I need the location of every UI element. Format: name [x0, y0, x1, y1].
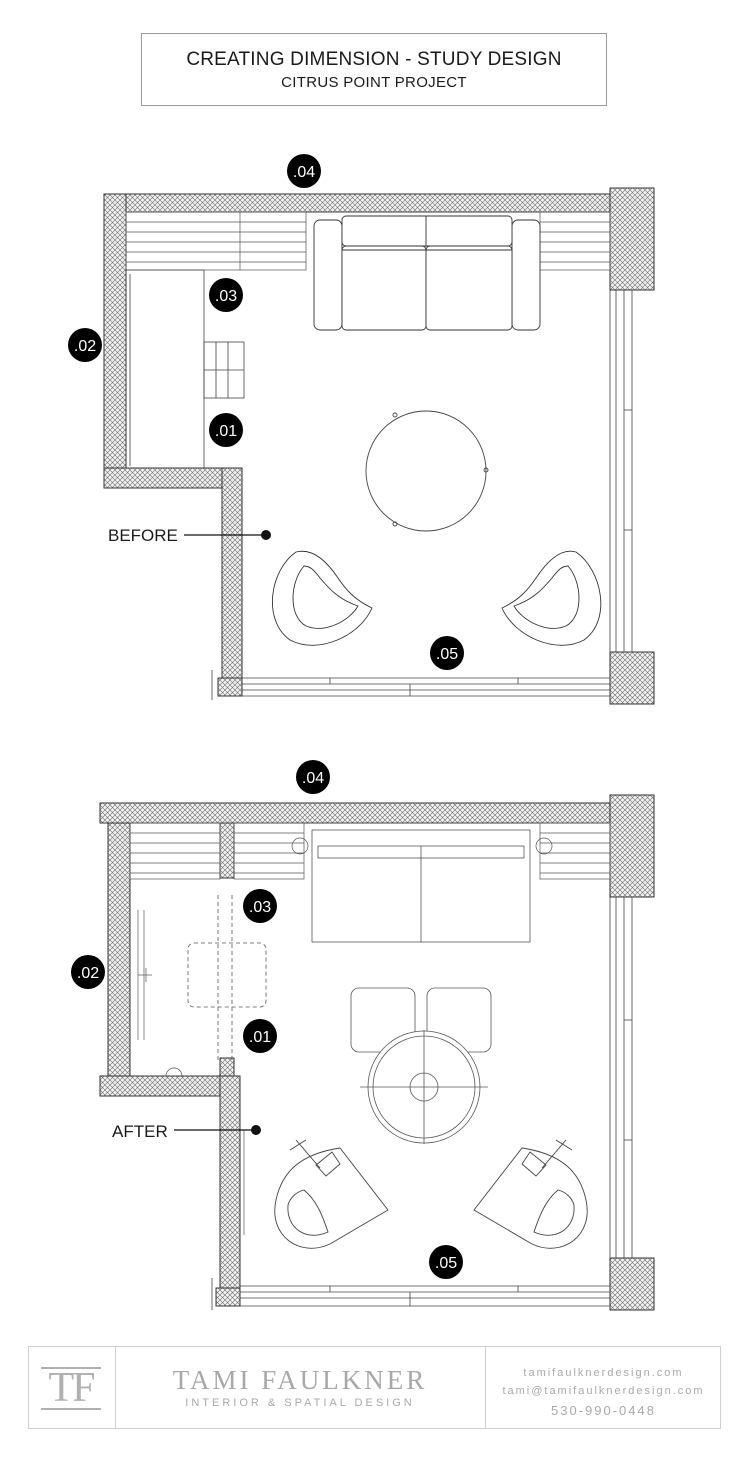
- after-marker-04: .04: [296, 760, 330, 794]
- tf-logo-text: TF: [48, 1365, 95, 1411]
- svg-text:.03: .03: [249, 899, 271, 916]
- brand-name: TAMI FAULKNER: [172, 1365, 428, 1395]
- after-marker-05: .05: [429, 1245, 463, 1279]
- after-right-window: [609, 897, 633, 1258]
- brand-tagline: INTERIOR & SPATIAL DESIGN: [185, 1397, 415, 1409]
- after-desk-chair: [187, 895, 267, 1060]
- svg-text:.03: .03: [215, 288, 237, 305]
- before-floor-plan: BEFORE .04 .03 .02 .01 .05: [68, 154, 655, 705]
- after-round-table: [360, 1030, 488, 1144]
- before-marker-01: .01: [209, 413, 243, 447]
- before-lounge-chair-right: [501, 550, 602, 646]
- after-walls: [99, 794, 655, 1311]
- tf-logo: TF: [39, 1363, 103, 1413]
- after-marker-01: .01: [243, 1019, 277, 1053]
- before-lounge-chair-left: [271, 550, 373, 646]
- before-top-shelves: [125, 211, 611, 271]
- after-sofa: [311, 829, 531, 943]
- before-label: BEFORE: [108, 526, 178, 545]
- before-right-window: [609, 290, 633, 652]
- before-round-table: [365, 410, 489, 532]
- after-ottomans: [350, 987, 492, 1053]
- after-leader-dot: [251, 1125, 261, 1135]
- before-desk: [126, 269, 245, 468]
- after-desk: [137, 910, 183, 1077]
- after-lounge-chair-left: [274, 1139, 389, 1249]
- after-lounge-chair-right: [473, 1139, 588, 1249]
- svg-text:.04: .04: [293, 164, 315, 181]
- after-marker-02: .02: [71, 955, 105, 989]
- svg-text:.04: .04: [302, 770, 324, 787]
- page-title: CREATING DIMENSION - STUDY DESIGN: [186, 49, 562, 70]
- svg-text:.05: .05: [435, 1255, 457, 1272]
- before-walls: [103, 187, 655, 705]
- after-label: AFTER: [112, 1122, 168, 1141]
- before-marker-02: .02: [68, 328, 102, 362]
- website-link[interactable]: tamifaulknerdesign.com: [523, 1367, 684, 1379]
- phone-number[interactable]: 530-990-0448: [551, 1403, 656, 1418]
- after-top-shelves: [129, 822, 611, 880]
- page-subtitle: CITRUS POINT PROJECT: [281, 74, 467, 91]
- before-marker-04: .04: [287, 154, 321, 188]
- svg-text:.01: .01: [249, 1029, 271, 1046]
- before-bottom-window: [242, 677, 610, 696]
- svg-text:.02: .02: [77, 965, 99, 982]
- after-marker-03: .03: [243, 889, 277, 923]
- title-box: CREATING DIMENSION - STUDY DESIGN CITRUS…: [141, 33, 607, 106]
- after-floor-plan: AFTER .04 .03 .02 .01 .05: [71, 760, 655, 1311]
- before-marker-05: .05: [430, 636, 464, 670]
- svg-text:.02: .02: [74, 338, 96, 355]
- before-sofa: [313, 215, 541, 331]
- before-leader-dot: [261, 530, 271, 540]
- svg-text:.05: .05: [436, 646, 458, 663]
- footer-brand-bar: TF TAMI FAULKNER INTERIOR & SPATIAL DESI…: [28, 1346, 721, 1429]
- svg-text:.01: .01: [215, 423, 237, 440]
- after-bottom-window: [240, 1285, 610, 1306]
- before-marker-03: .03: [209, 278, 243, 312]
- email-link[interactable]: tami@tamifaulknerdesign.com: [502, 1385, 705, 1397]
